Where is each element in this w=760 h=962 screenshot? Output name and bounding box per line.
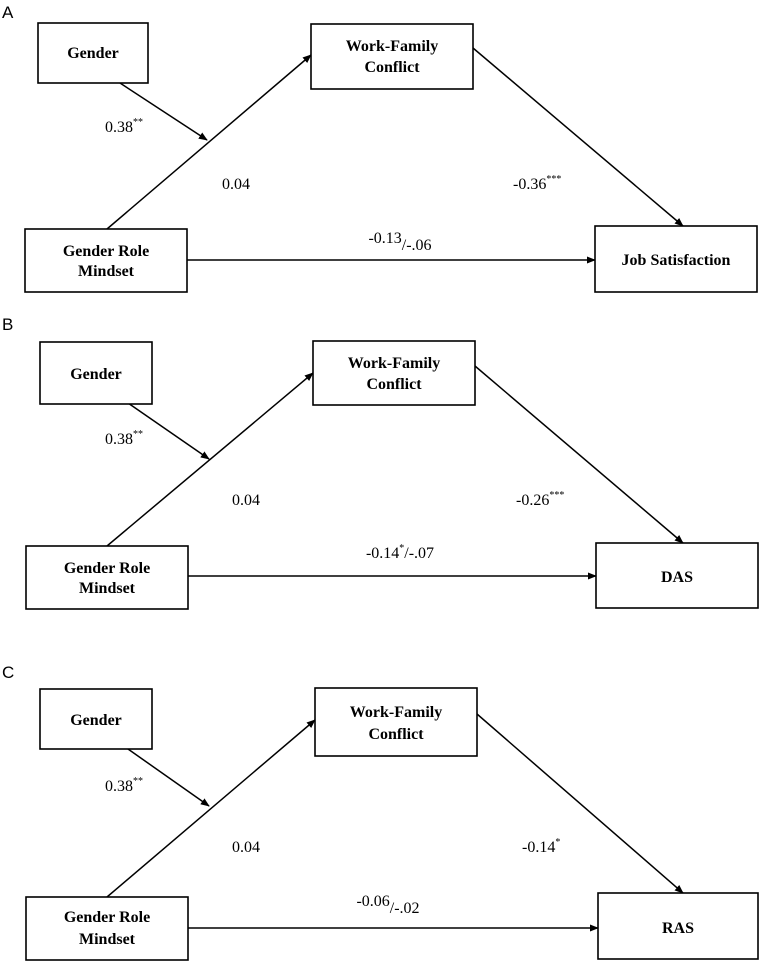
outcome-box: Job Satisfaction [594,225,758,293]
work-family-label: Work-Family [346,38,438,55]
direct-effect-coefficient: -0.14*/-.07 [366,543,434,562]
gender-role-label: Gender Role [63,243,149,260]
arrow-mindset-to-conflict [106,54,312,230]
conflict-label: Conflict [368,726,424,743]
panel-label: B [2,315,13,334]
arrow-conflict-to-outcome [472,47,684,227]
gender-label: Gender [70,366,122,383]
arrow-gender-moderation [127,748,210,807]
outcome-box: RAS [597,892,759,960]
arrow-gender-moderation [127,402,210,460]
direct-effect-coefficient: -0.13/-.06 [368,230,431,254]
gender-role-label: Gender Role [64,560,150,577]
gender-coefficient: 0.38** [105,429,143,448]
conflict-outcome-coefficient: -0.36*** [513,174,561,193]
panel-label: A [2,3,14,22]
work-family-label: Work-Family [350,704,442,721]
arrow-conflict-to-outcome [474,365,684,544]
conflict-outcome-coefficient: -0.14* [522,837,560,856]
gender-box: Gender [39,341,153,405]
mindset-label: Mindset [78,263,135,280]
panel-label: C [2,663,14,682]
gender-role-mindset-box: Gender Role Mindset [25,545,189,610]
panel-b: B Gender Work-Family Conflict Gender Rol… [2,315,759,610]
work-family-conflict-box: Work-Family Conflict [310,23,474,90]
arrow-gender-moderation [119,82,208,141]
mindset-conflict-coefficient: 0.04 [232,839,260,856]
outcome-box: DAS [595,542,759,609]
outcome-label: Job Satisfaction [622,252,731,269]
arrow-mindset-to-conflict [106,372,314,547]
conflict-outcome-coefficient: -0.26*** [516,490,564,509]
direct-effect-coefficient: -0.06/-.02 [356,893,419,917]
work-family-label: Work-Family [348,355,440,372]
outcome-label: RAS [662,920,694,937]
gender-box: Gender [39,688,153,750]
arrow-conflict-to-outcome [476,713,684,894]
gender-coefficient: 0.38** [105,117,143,136]
conflict-label: Conflict [366,376,422,393]
arrow-mindset-to-conflict [106,719,316,898]
outcome-label: DAS [661,569,693,586]
gender-label: Gender [70,712,122,729]
gender-coefficient: 0.38** [105,776,143,795]
gender-label: Gender [67,45,119,62]
work-family-conflict-box: Work-Family Conflict [312,340,476,406]
mindset-label: Mindset [79,931,136,948]
panel-a: A Gender Work-Family Conflict Gender Rol… [2,3,758,293]
conflict-label: Conflict [364,59,420,76]
mindset-conflict-coefficient: 0.04 [232,492,260,509]
work-family-conflict-box: Work-Family Conflict [314,687,478,757]
gender-box: Gender [37,22,149,84]
gender-role-mindset-box: Gender Role Mindset [24,228,188,293]
gender-role-mindset-box: Gender Role Mindset [25,896,189,961]
mindset-label: Mindset [79,580,136,597]
gender-role-label: Gender Role [64,909,150,926]
mindset-conflict-coefficient: 0.04 [222,176,250,193]
panel-c: C Gender Work-Family Conflict Gender Rol… [2,663,759,961]
